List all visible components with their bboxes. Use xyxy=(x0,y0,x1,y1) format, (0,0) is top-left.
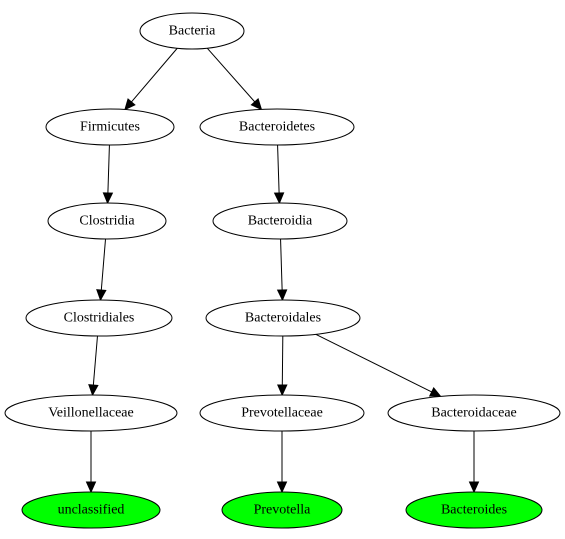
edge-clostridia-to-clostridiales xyxy=(96,238,107,302)
node-bacteroides: Bacteroides xyxy=(405,491,543,529)
node-clostridia: Clostridia xyxy=(47,202,167,240)
node-label: Bacteroidia xyxy=(248,214,313,229)
edge-line xyxy=(131,47,178,103)
node-ellipse xyxy=(405,491,543,529)
node-ellipse xyxy=(47,202,167,240)
node-label: Bacteroides xyxy=(441,503,507,518)
edge-bacteroidetes-to-bacteroidia xyxy=(273,144,285,205)
node-veillonellaceae: Veillonellaceae xyxy=(4,394,178,432)
node-label: Bacteroidales xyxy=(245,311,321,326)
node-ellipse xyxy=(21,491,161,529)
edge-prevotellaceae-to-prevotella xyxy=(276,431,288,494)
node-ellipse xyxy=(45,108,175,146)
arrowhead-icon xyxy=(250,98,263,111)
edge-bacteria-to-firmicutes xyxy=(124,47,178,111)
edge-bacteroidia-to-bacteroidales xyxy=(276,238,288,302)
edge-clostridiales-to-veillonellaceae xyxy=(88,335,99,397)
edge-line xyxy=(281,335,284,386)
node-bacteroidetes: Bacteroidetes xyxy=(199,108,355,146)
node-clostridiales: Clostridiales xyxy=(25,299,173,337)
arrowhead-icon xyxy=(277,384,288,397)
node-firmicutes: Firmicutes xyxy=(45,108,175,146)
arrowhead-icon xyxy=(428,387,442,397)
edge-bacteroidales-to-prevotellaceae xyxy=(277,335,288,397)
node-ellipse xyxy=(199,394,365,432)
arrowhead-icon xyxy=(468,481,480,494)
node-label: Firmicutes xyxy=(80,120,140,135)
arrowhead-icon xyxy=(273,192,285,205)
node-bacteroidaceae: Bacteroidaceae xyxy=(387,394,561,432)
node-label: Prevotellaceae xyxy=(241,406,323,421)
edge-firmicutes-to-clostridia xyxy=(102,144,114,205)
node-label: Bacteroidetes xyxy=(239,120,315,135)
node-ellipse xyxy=(387,394,561,432)
edge-layer xyxy=(85,47,480,494)
node-bacteria: Bacteria xyxy=(139,12,245,50)
edge-line xyxy=(277,144,280,194)
edge-line xyxy=(100,238,107,291)
arrowhead-icon xyxy=(124,98,136,111)
node-label: Bacteroidaceae xyxy=(431,406,517,421)
arrowhead-icon xyxy=(276,481,288,494)
node-label: Prevotella xyxy=(254,503,312,518)
node-bacteroidales: Bacteroidales xyxy=(205,299,361,337)
arrowhead-icon xyxy=(102,192,114,205)
node-label: Clostridia xyxy=(79,214,135,229)
node-label: Veillonellaceae xyxy=(48,406,134,421)
node-prevotella: Prevotella xyxy=(221,491,343,529)
edge-line xyxy=(206,47,256,103)
edge-line xyxy=(107,144,110,194)
node-ellipse xyxy=(212,202,348,240)
node-label: Bacteria xyxy=(169,24,216,39)
node-ellipse xyxy=(25,299,173,337)
arrowhead-icon xyxy=(276,289,288,302)
arrowhead-icon xyxy=(88,384,99,397)
node-ellipse xyxy=(205,299,361,337)
edge-bacteroidaceae-to-bacteroides xyxy=(468,431,480,494)
node-prevotellaceae: Prevotellaceae xyxy=(199,394,365,432)
edge-line xyxy=(280,238,283,291)
edge-veillonellaceae-to-unclassified xyxy=(85,431,97,494)
node-bacteroidia: Bacteroidia xyxy=(212,202,348,240)
node-ellipse xyxy=(221,491,343,529)
edge-bacteria-to-bacteroidetes xyxy=(206,47,263,111)
edge-line xyxy=(92,335,98,386)
node-ellipse xyxy=(4,394,178,432)
node-unclassified: unclassified xyxy=(21,491,161,529)
node-ellipse xyxy=(199,108,355,146)
arrowhead-icon xyxy=(96,289,107,302)
node-label: unclassified xyxy=(58,503,125,518)
arrowhead-icon xyxy=(85,481,97,494)
edge-bacteroidales-to-bacteroidaceae xyxy=(315,333,442,397)
edge-line xyxy=(315,333,432,393)
node-label: Clostridiales xyxy=(64,311,135,326)
node-ellipse xyxy=(139,12,245,50)
